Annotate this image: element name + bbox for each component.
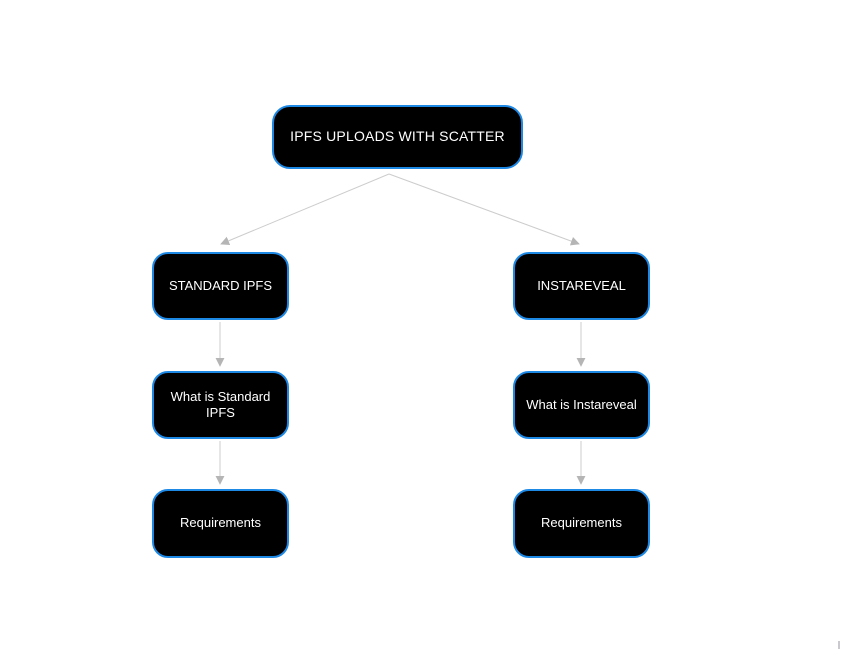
node-standard-ipfs[interactable]: STANDARD IPFS xyxy=(152,252,289,320)
node-what-is-standard-ipfs[interactable]: What is Standard IPFS xyxy=(152,371,289,439)
node-requirements-left-label: Requirements xyxy=(180,515,261,531)
node-requirements-right[interactable]: Requirements xyxy=(513,489,650,558)
node-instareveal[interactable]: INSTAREVEAL xyxy=(513,252,650,320)
node-instareveal-label: INSTAREVEAL xyxy=(537,277,626,293)
node-standard-ipfs-label: STANDARD IPFS xyxy=(168,277,273,293)
node-requirements-left[interactable]: Requirements xyxy=(152,489,289,558)
node-what-is-instareveal-label: What is Instareveal xyxy=(526,396,637,412)
node-root-label: IPFS UPLOADS WITH SCATTER xyxy=(290,128,505,145)
node-what-is-standard-ipfs-label: What is Standard IPFS xyxy=(170,388,271,420)
connector-root-standard xyxy=(220,173,390,246)
page-artifact xyxy=(838,641,840,649)
connector-root-instareveal xyxy=(388,173,580,246)
node-requirements-right-label: Requirements xyxy=(541,515,622,531)
node-what-is-instareveal[interactable]: What is Instareveal xyxy=(513,371,650,439)
node-root[interactable]: IPFS UPLOADS WITH SCATTER xyxy=(272,105,523,169)
